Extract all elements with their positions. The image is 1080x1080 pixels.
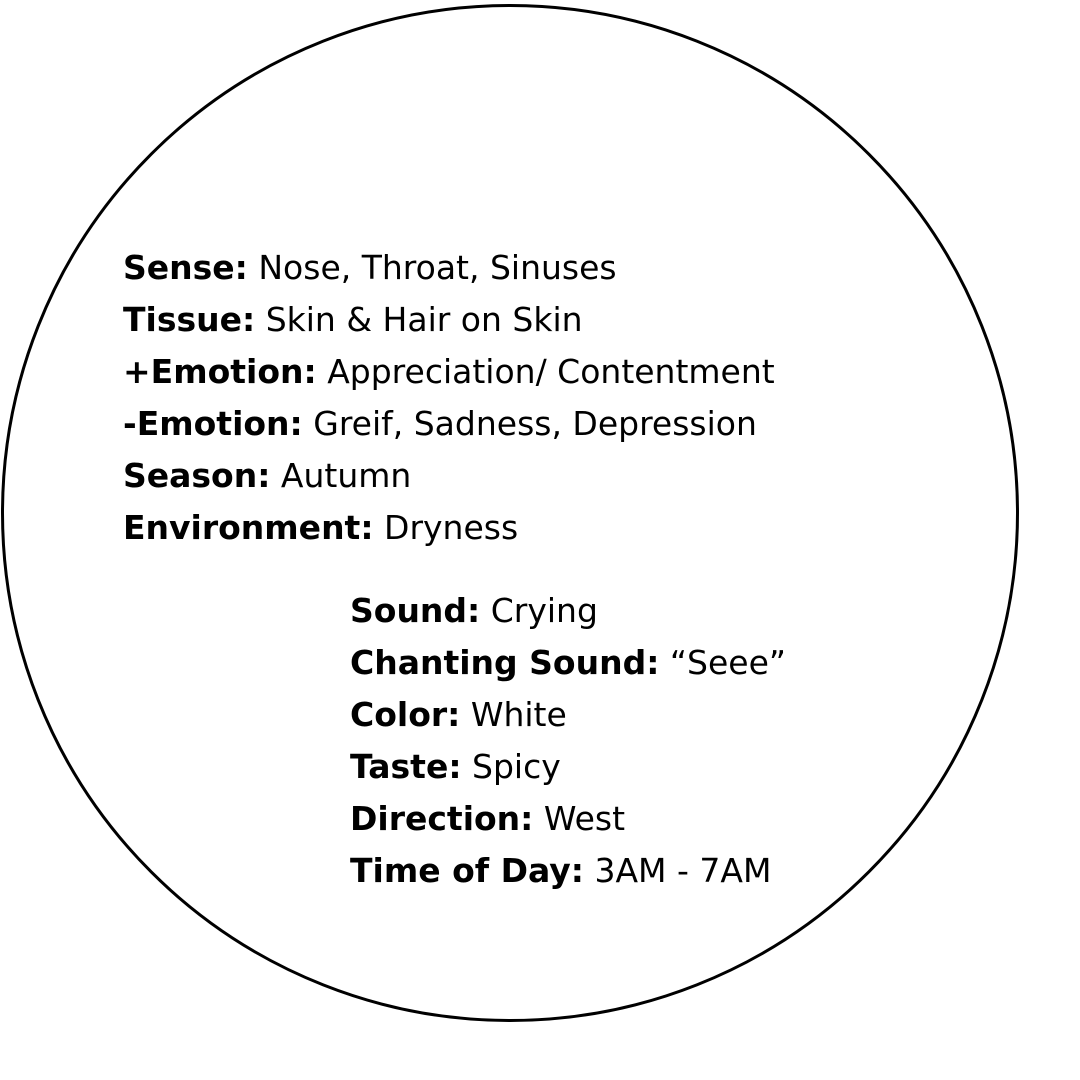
attribute-sound: Sound: Crying bbox=[350, 591, 598, 630]
attribute-taste: Taste: Spicy bbox=[350, 747, 561, 786]
attribute-time-of-day: Time of Day: 3AM - 7AM bbox=[350, 851, 772, 890]
attribute-direction: Direction: West bbox=[350, 799, 626, 838]
attribute-chanting-sound: Chanting Sound: “Seee” bbox=[350, 643, 786, 682]
attribute-season: Season: Autumn bbox=[123, 456, 412, 495]
circle-outline bbox=[1, 4, 1019, 1022]
attributes-block-primary: Sense: Nose, Throat, Sinuses Tissue: Ski… bbox=[123, 242, 775, 554]
attributes-block-secondary: Sound: Crying Chanting Sound: “Seee” Col… bbox=[350, 585, 786, 897]
attribute-color: Color: White bbox=[350, 695, 567, 734]
attribute-environment: Environment: Dryness bbox=[123, 508, 519, 547]
attribute-sense: Sense: Nose, Throat, Sinuses bbox=[123, 248, 617, 287]
attribute-positive-emotion: +Emotion: Appreciation/ Contentment bbox=[123, 352, 775, 391]
attribute-negative-emotion: -Emotion: Greif, Sadness, Depression bbox=[123, 404, 757, 443]
attribute-tissue: Tissue: Skin & Hair on Skin bbox=[123, 300, 583, 339]
